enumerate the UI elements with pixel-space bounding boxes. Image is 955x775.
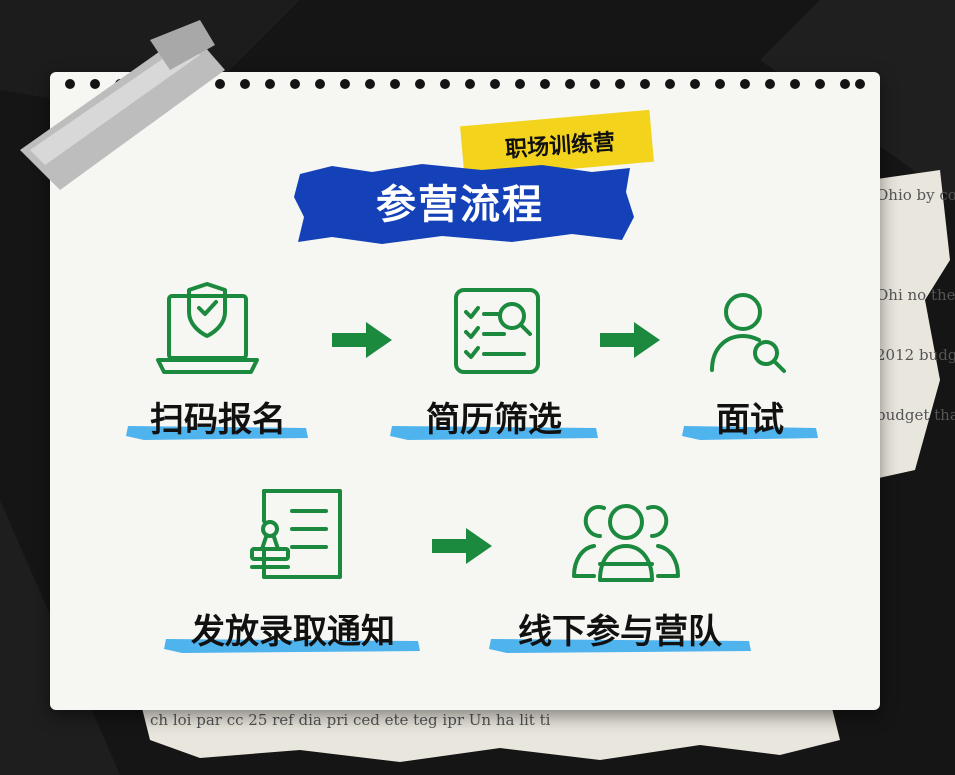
svg-text:ch loi par cc 25 ref dia pri c: ch loi par cc 25 ref dia pri ced ete teg… bbox=[150, 711, 551, 729]
svg-text:budget tha: budget tha bbox=[876, 406, 955, 424]
arrow-right-icon bbox=[600, 322, 660, 358]
arrow-right-icon bbox=[432, 528, 492, 564]
svg-text:2012 budget: 2012 budget bbox=[876, 346, 955, 364]
page-title: 参营流程 bbox=[376, 182, 544, 228]
label-underline bbox=[126, 426, 308, 440]
document-search-icon bbox=[454, 288, 540, 374]
step-label-scan-signup: 扫码报名 bbox=[150, 400, 286, 440]
label-underline bbox=[164, 639, 420, 653]
arrow-right-icon bbox=[332, 322, 392, 358]
label-underline bbox=[390, 426, 598, 440]
step-label-resume-screening: 简历筛选 bbox=[426, 400, 562, 440]
group-people-icon bbox=[572, 504, 680, 582]
step-label-offline-camp: 线下参与营队 bbox=[518, 612, 722, 652]
svg-text:Ohi no the 2012: Ohi no the 2012 bbox=[876, 286, 955, 304]
certificate-stamp-icon bbox=[250, 489, 342, 579]
paper-punch-holes bbox=[65, 79, 865, 89]
step-label-admission-notice: 发放录取通知 bbox=[191, 612, 395, 652]
laptop-shield-icon bbox=[156, 282, 259, 374]
step-label-interview: 面试 bbox=[716, 400, 784, 440]
label-underline bbox=[489, 639, 751, 653]
svg-text:Ohio by co: Ohio by co bbox=[876, 186, 955, 204]
label-underline bbox=[682, 426, 818, 440]
title-background bbox=[294, 164, 634, 244]
user-search-icon bbox=[710, 293, 786, 373]
duct-tape-decoration bbox=[20, 20, 225, 190]
